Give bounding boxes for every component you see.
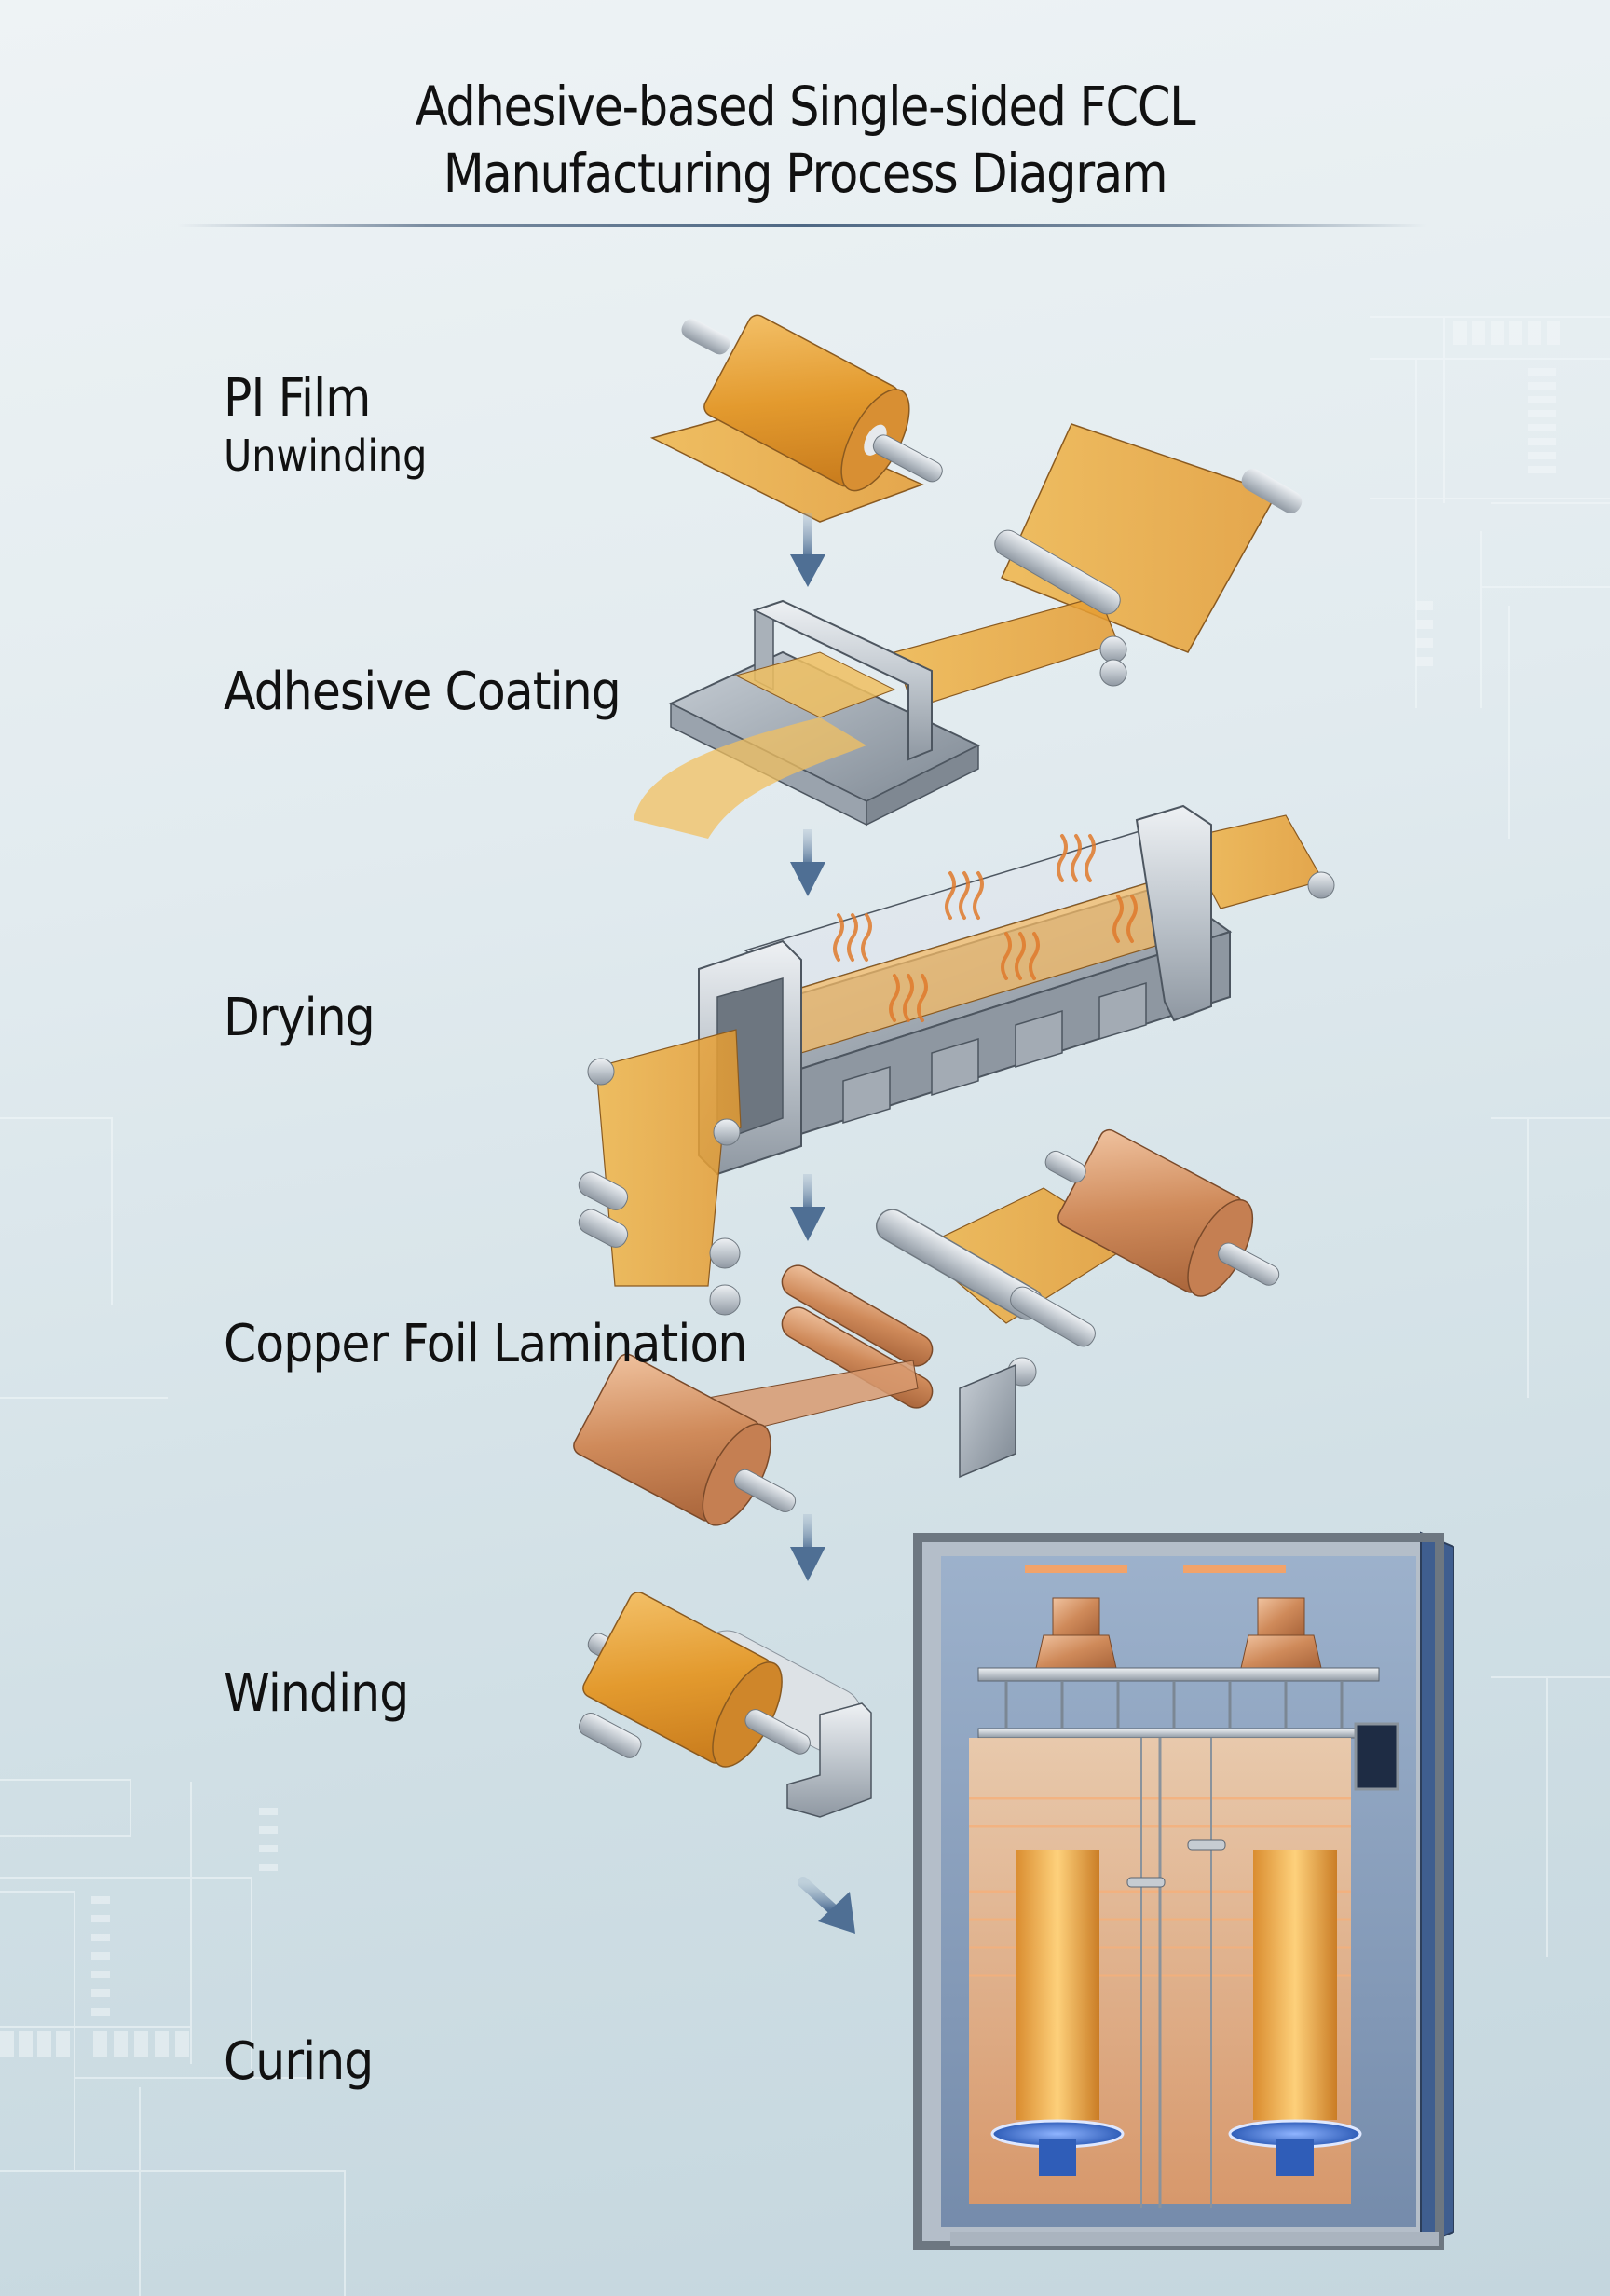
flow-arrow-1 bbox=[790, 512, 825, 587]
step-sublabel-unwinding: Unwinding bbox=[224, 430, 428, 481]
coated-web-curl bbox=[634, 718, 866, 839]
lamination-rollers-icon bbox=[573, 1128, 1280, 1526]
step-label-adhesive-coating: Adhesive Coating bbox=[224, 662, 621, 722]
curing-oven-icon bbox=[913, 1531, 1454, 2250]
step-label-drying: Drying bbox=[224, 988, 375, 1048]
title-line-2: Manufacturing Process Diagram bbox=[443, 142, 1168, 205]
flow-arrow-3 bbox=[790, 1174, 825, 1241]
film-web-upper bbox=[894, 423, 1303, 709]
flow-arrow-4 bbox=[790, 1514, 825, 1581]
flow-arrow-5 bbox=[798, 1877, 855, 1934]
step-label-winding: Winding bbox=[224, 1663, 409, 1724]
winding-roll-icon bbox=[579, 1592, 872, 1818]
page-title: Adhesive-based Single-sided FCCL Manufac… bbox=[97, 73, 1514, 207]
title-line-1: Adhesive-based Single-sided FCCL bbox=[415, 75, 1196, 138]
flow-arrow-2 bbox=[790, 829, 825, 896]
step-label-copper-foil-lamination: Copper Foil Lamination bbox=[224, 1314, 747, 1374]
step-label-pi-film: PI Film bbox=[224, 368, 371, 429]
step-label-curing: Curing bbox=[224, 2031, 374, 2092]
title-divider bbox=[177, 224, 1426, 227]
drying-oven-icon bbox=[587, 804, 1335, 1287]
pi-film-roll-icon bbox=[649, 314, 943, 523]
